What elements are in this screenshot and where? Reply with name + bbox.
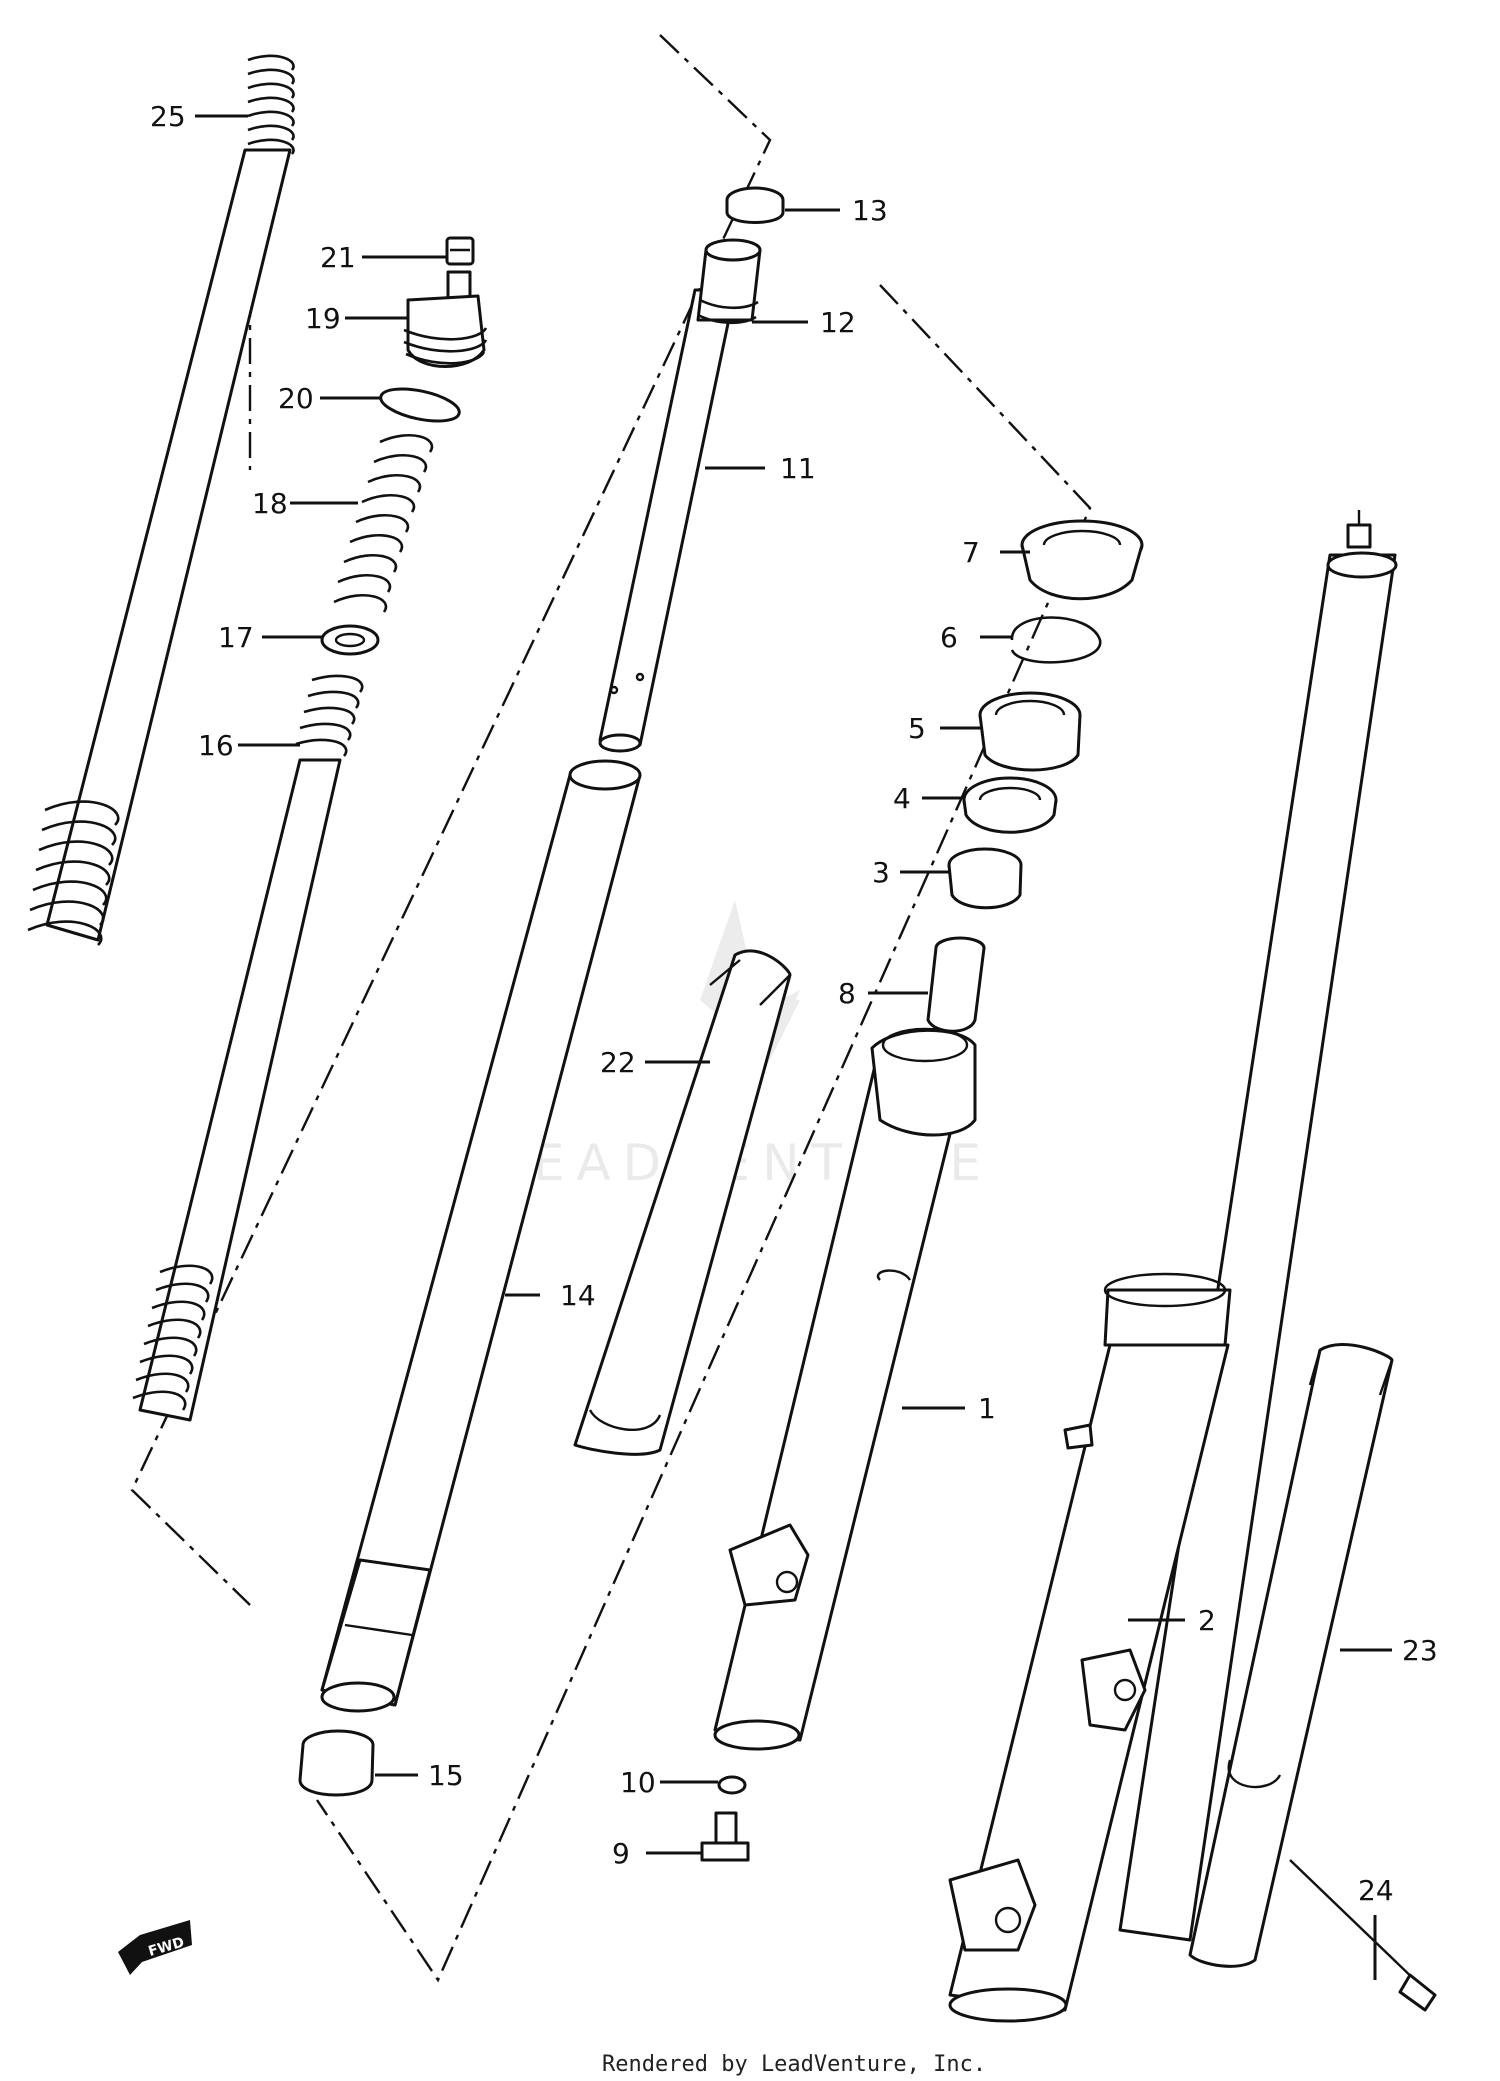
part-15-bushing bbox=[298, 1729, 375, 1797]
part-25-spring-tube bbox=[27, 54, 295, 946]
callout-15: 15 bbox=[428, 1759, 464, 1792]
callout-14: 14 bbox=[560, 1279, 596, 1312]
part-2-right-fork-leg bbox=[948, 510, 1398, 2023]
callouts: 25 21 19 20 18 17 16 13 12 11 7 6 5 4 3 … bbox=[150, 100, 1438, 1980]
forward-arrow-icon: FWD bbox=[118, 1920, 192, 1975]
part-1-outer-tube bbox=[713, 1027, 977, 1751]
part-9-bolt bbox=[700, 1811, 750, 1862]
part-7-dust-seal bbox=[1020, 519, 1144, 601]
part-4-seal-spacer bbox=[962, 776, 1058, 834]
callout-9: 9 bbox=[612, 1837, 630, 1870]
callout-4: 4 bbox=[893, 782, 911, 815]
callout-18: 18 bbox=[252, 487, 288, 520]
part-6-circlip bbox=[1010, 616, 1102, 664]
callout-23: 23 bbox=[1402, 1634, 1438, 1667]
callout-6: 6 bbox=[940, 621, 958, 654]
callout-24: 24 bbox=[1358, 1874, 1394, 1907]
part-8-oil-lock-piece bbox=[926, 936, 986, 1033]
part-13-collar bbox=[725, 186, 785, 224]
callout-3: 3 bbox=[872, 856, 890, 889]
part-20-o-ring bbox=[379, 387, 461, 423]
part-14-inner-tube bbox=[320, 759, 642, 1713]
callout-21: 21 bbox=[320, 241, 356, 274]
callout-19: 19 bbox=[305, 302, 341, 335]
part-3-guide-bushing bbox=[947, 847, 1023, 910]
part-12-piston-ring bbox=[696, 238, 762, 325]
part-19-cap-bolt bbox=[403, 270, 488, 368]
callout-11: 11 bbox=[780, 452, 816, 485]
callout-22: 22 bbox=[600, 1046, 636, 1079]
part-5-oil-seal bbox=[978, 691, 1082, 772]
callout-12: 12 bbox=[820, 306, 856, 339]
callout-1: 1 bbox=[978, 1392, 996, 1425]
callout-13: 13 bbox=[852, 194, 888, 227]
callout-5: 5 bbox=[908, 712, 926, 745]
callout-7: 7 bbox=[962, 536, 980, 569]
callout-17: 17 bbox=[218, 621, 254, 654]
part-10-washer bbox=[717, 1775, 747, 1795]
part-21-bolt bbox=[445, 236, 475, 266]
callout-16: 16 bbox=[198, 729, 234, 762]
part-18-spring bbox=[333, 434, 434, 613]
part-24-long-bolt bbox=[1289, 1859, 1437, 2012]
callout-10: 10 bbox=[620, 1766, 656, 1799]
footer-credit: Rendered by LeadVenture, Inc. bbox=[602, 2052, 986, 2077]
part-22-fork-guard bbox=[573, 949, 792, 1456]
part-17-washer bbox=[320, 624, 380, 656]
callout-2: 2 bbox=[1198, 1604, 1216, 1637]
part-23-fork-guard bbox=[1188, 1343, 1394, 1968]
callout-25: 25 bbox=[150, 100, 186, 133]
part-16-spring-rod bbox=[132, 674, 364, 1422]
callout-20: 20 bbox=[278, 382, 314, 415]
callout-8: 8 bbox=[838, 977, 856, 1010]
